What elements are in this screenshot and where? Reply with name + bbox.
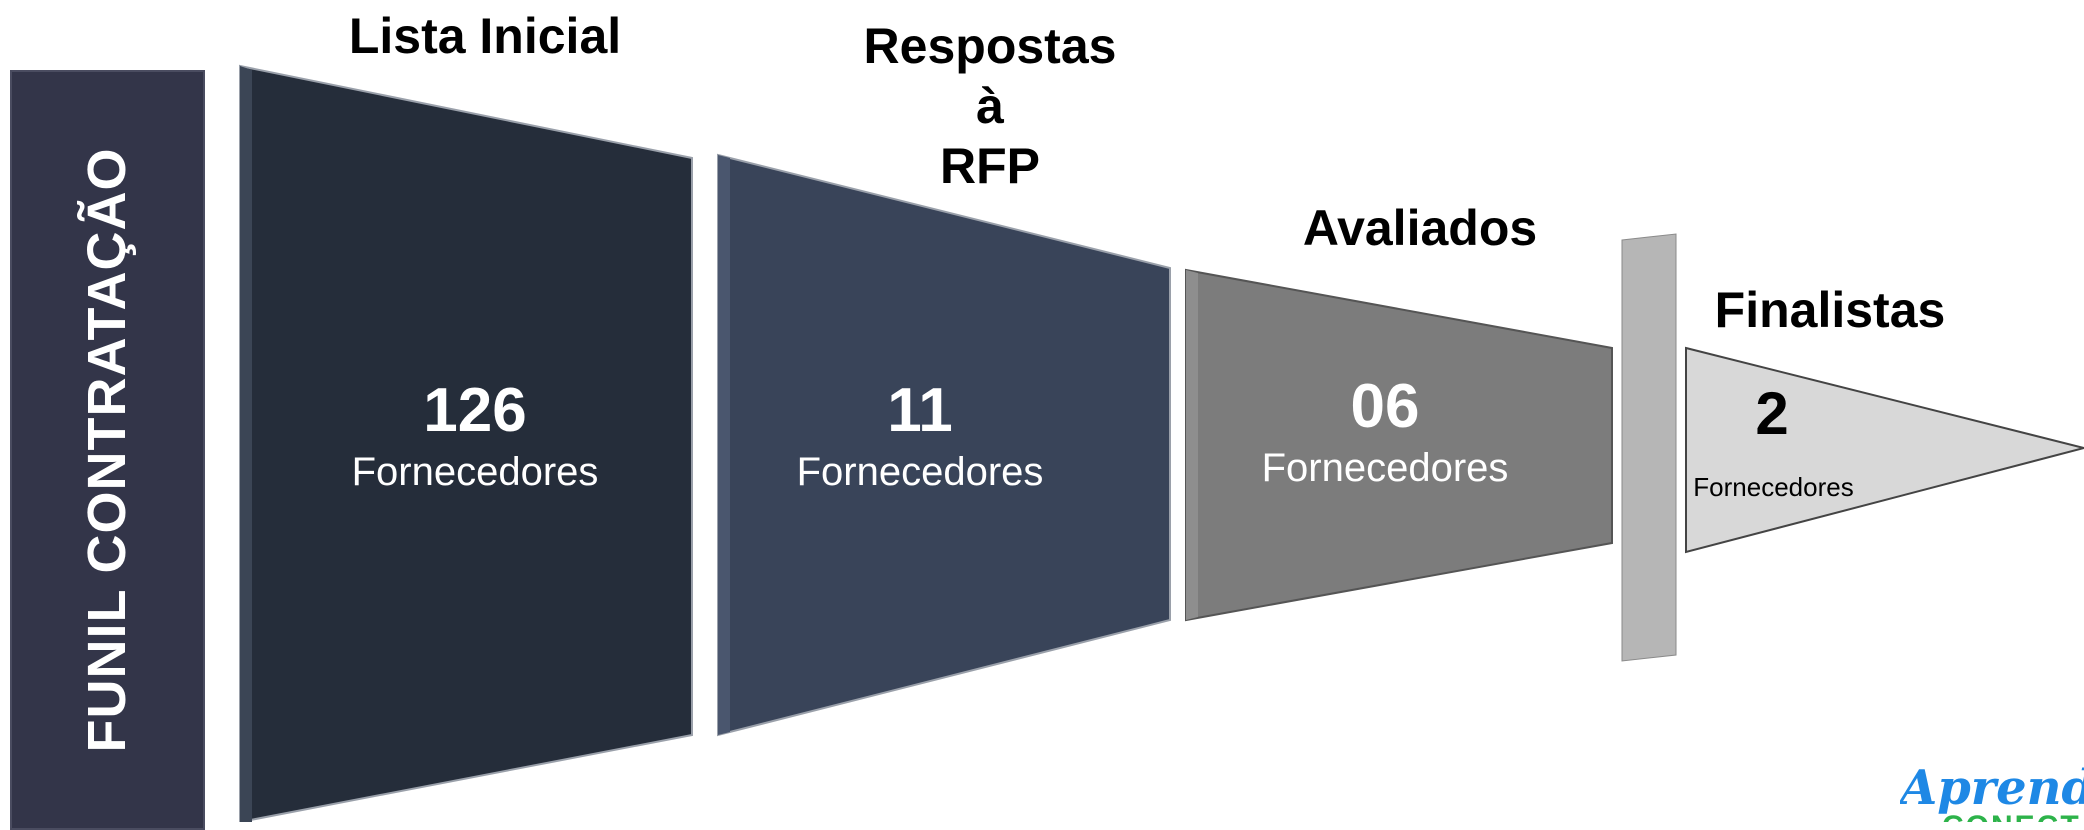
stage-unit-finalistas: Fornecedores: [1693, 472, 1854, 502]
stage-title-line: RFP: [940, 138, 1040, 194]
stage-title-finalistas: Finalistas: [1714, 282, 1946, 338]
stage-unit-lista-inicial: Fornecedores: [351, 450, 599, 494]
stage-title-respostas-rfp: Respostas à RFP: [840, 16, 1140, 196]
brand-logo: Aprender CONECTA: [1900, 760, 2084, 822]
stage-count-finalistas: 2: [1755, 380, 1789, 447]
stage-title-line: Respostas: [863, 18, 1117, 74]
stage-title-line: à: [976, 78, 1004, 134]
logo-text-conecta: CONECTA: [1942, 810, 2084, 822]
funnel-segment-finalistas: [1685, 346, 2084, 554]
stage-count-avaliados: 06: [1350, 372, 1420, 441]
stage-unit-respostas-rfp: Fornecedores: [796, 450, 1044, 494]
funnel-separator: [1621, 233, 1677, 662]
stage-title-lista-inicial: Lista Inicial: [348, 8, 622, 64]
logo-text-aprender: Aprender: [1900, 760, 2084, 816]
segment-edge-highlight: [1186, 270, 1198, 620]
segment-edge-highlight: [718, 155, 730, 735]
funnel-segment-respostas-rfp: [717, 153, 1171, 737]
stage-title-avaliados: Avaliados: [1302, 200, 1538, 256]
stage-count-lista-inicial: 126: [423, 376, 527, 445]
funnel-side-bar: [10, 70, 205, 830]
stage-unit-avaliados: Fornecedores: [1261, 446, 1509, 490]
segment-edge-highlight: [240, 66, 252, 822]
stage-count-respostas-rfp: 11: [887, 376, 953, 445]
funnel-segment-avaliados: [1185, 268, 1613, 622]
